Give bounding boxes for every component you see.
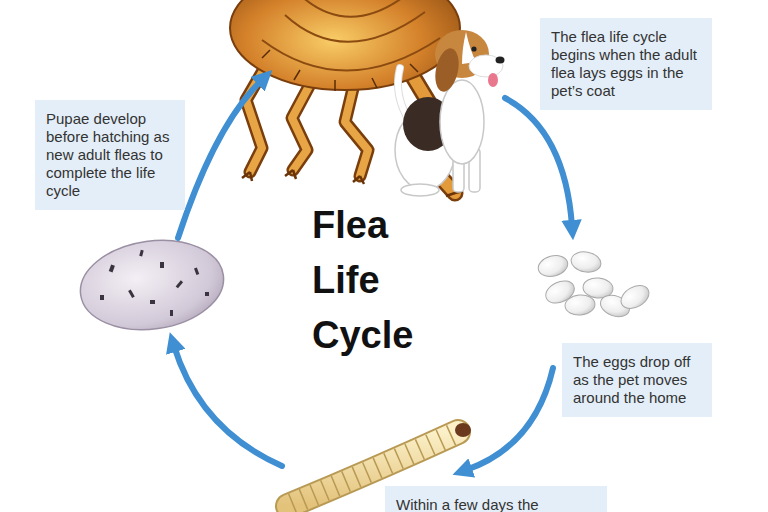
flea-bristles bbox=[262, 42, 450, 91]
dog-chest bbox=[440, 80, 484, 164]
speck bbox=[194, 267, 199, 275]
step-description: The flea life cycle begins when the adul… bbox=[551, 28, 701, 100]
speck bbox=[205, 292, 209, 296]
speck bbox=[128, 290, 135, 298]
step-description: Pupae develop before hatching as new adu… bbox=[46, 110, 174, 200]
cycle-arrow bbox=[466, 368, 553, 470]
step-callout-box: The flea life cycle begins when the adul… bbox=[540, 18, 712, 110]
flea-pupa bbox=[75, 231, 230, 338]
egg bbox=[617, 281, 653, 313]
dog-ear bbox=[432, 46, 463, 94]
dog-tongue bbox=[488, 73, 498, 87]
speck bbox=[139, 250, 143, 257]
step-description: The eggs drop off as the pet moves aroun… bbox=[573, 353, 701, 407]
step-description: Within a few days the bbox=[396, 496, 596, 512]
dog-hind-paw bbox=[401, 184, 439, 196]
step-callout-box: The eggs drop off as the pet moves aroun… bbox=[562, 343, 712, 417]
larva-head bbox=[455, 423, 471, 437]
dog-eye bbox=[471, 46, 476, 51]
diagram-title: Flea Life Cycle bbox=[312, 198, 457, 363]
step-callout-box: Pupae develop before hatching as new adu… bbox=[35, 100, 185, 210]
cycle-arrow bbox=[174, 346, 282, 466]
speck bbox=[100, 295, 104, 300]
flea-middle-leg bbox=[345, 80, 368, 176]
speck bbox=[150, 300, 155, 304]
flea-body-plates bbox=[262, 0, 440, 71]
flea-eggs bbox=[536, 250, 653, 321]
beagle-dog bbox=[395, 30, 505, 196]
cycle-arrow bbox=[178, 80, 262, 238]
flea-middle-leg bbox=[345, 80, 368, 176]
pupa-cocoon bbox=[75, 231, 230, 338]
cycle-arrow bbox=[505, 98, 572, 226]
adult-flea bbox=[230, 0, 463, 196]
egg bbox=[564, 294, 596, 317]
step-callout-box: Within a few days the bbox=[385, 486, 607, 512]
flea-middle-leg bbox=[292, 75, 315, 170]
egg bbox=[569, 250, 602, 275]
speck bbox=[170, 310, 173, 316]
dog-nose bbox=[496, 57, 505, 64]
flea-middle-leg bbox=[292, 75, 315, 170]
speck bbox=[109, 264, 115, 272]
pupa-specks bbox=[100, 250, 209, 316]
speck bbox=[176, 280, 183, 288]
flea-body bbox=[230, 0, 460, 90]
egg bbox=[536, 252, 570, 279]
speck bbox=[160, 262, 164, 268]
cycle-arrows bbox=[174, 80, 572, 470]
